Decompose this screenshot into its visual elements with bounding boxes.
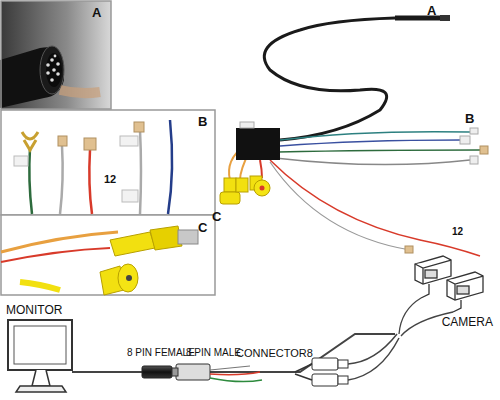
panel-b [1,110,215,215]
node-label: CAMERA [442,316,493,328]
monitor-drawing [6,302,90,396]
connector-pins [46,55,60,82]
cable [72,334,395,372]
node-label: MONITOR [6,304,62,316]
connector-label: CONNECTOR8 [236,348,313,359]
camera-group: CAMERA [395,250,497,342]
monitor-icon: MONITOR [6,302,90,396]
rca-pair [295,334,399,386]
harness-box [236,128,280,160]
photo-a [1,1,111,109]
callout-letter: C [212,210,221,223]
pin-connectors [142,364,262,382]
panel-c [1,215,215,295]
rca-plug [110,232,155,256]
connector-body [0,47,64,108]
harness-tags [405,128,488,253]
pin-label: 8 PIN FEMALE [127,348,195,358]
panel-b-wires [29,120,172,214]
pin-label: 8 PIN MALE [186,348,241,358]
spade-terminal [22,132,38,150]
callout-letter: A [427,4,436,17]
wire-tag: 12 [450,226,465,238]
callout-letter: A [92,6,101,19]
callout-letter: B [198,115,207,128]
callout-letter: C [198,221,207,234]
harness [229,18,480,256]
camera-drawing [395,250,497,342]
wire-tag: 12 [102,173,118,186]
harness-rca [220,176,270,204]
callout-letter: B [465,112,474,125]
